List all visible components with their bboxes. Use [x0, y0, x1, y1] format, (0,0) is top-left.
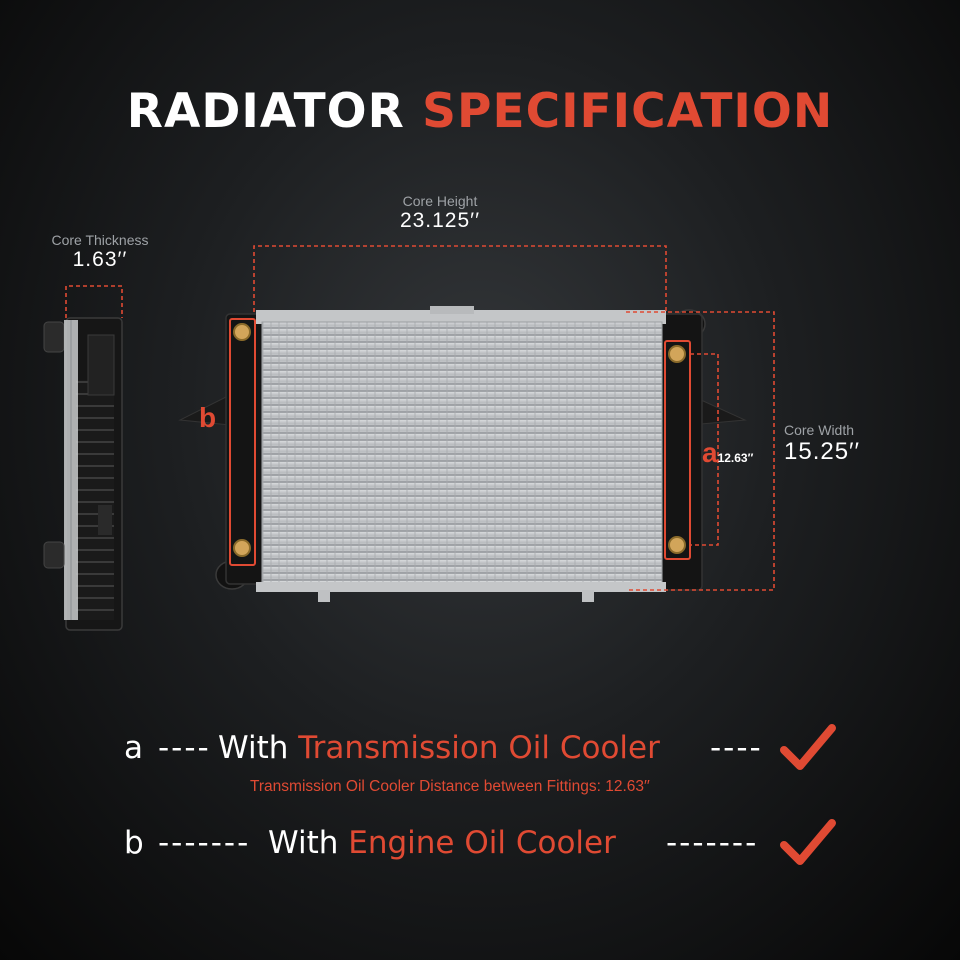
feature-b-text: With Engine Oil Cooler: [268, 825, 616, 861]
core-width-dimension: Core Width 15.25′′: [784, 422, 904, 466]
feature-b-dashes-left: -------: [158, 825, 251, 861]
dimension-guides: [65, 245, 775, 591]
core-height-dimension: Core Height 23.125′′: [350, 193, 530, 233]
fitting-distance-callout: a12.63′′: [702, 437, 753, 469]
checkmark-icon: [780, 819, 836, 865]
core-width-label: Core Width: [784, 422, 855, 438]
feature-a-highlight: Transmission Oil Cooler: [298, 730, 660, 766]
feature-a-note: Transmission Oil Cooler Distance between…: [250, 778, 650, 795]
checkmark-icon: [780, 724, 836, 770]
title-part-accent: SPECIFICATION: [422, 84, 834, 139]
marker-b: b: [199, 402, 217, 433]
title-part-white: RADIATOR: [126, 84, 405, 139]
fitting-distance-value: 12.63′′: [717, 451, 754, 465]
page-title: RADIATOR SPECIFICATION: [0, 84, 960, 139]
feature-a-text: With Transmission Oil Cooler: [218, 730, 660, 766]
highlight-box-b: [229, 318, 256, 566]
feature-a-prefix: With: [218, 730, 289, 766]
feature-a-letter: a: [124, 730, 143, 766]
feature-b-prefix: With: [268, 825, 339, 861]
core-thickness-value: 1.63′′: [72, 248, 128, 271]
feature-a-dashes-left: ----: [158, 730, 211, 766]
core-thickness-dimension: Core Thickness 1.63′′: [20, 232, 180, 272]
highlight-box-a: [664, 340, 691, 560]
core-width-value: 15.25′′: [784, 438, 861, 465]
feature-b-letter: b: [124, 825, 144, 861]
front-view-radiator: [178, 306, 747, 602]
core-height-label: Core Height: [402, 193, 478, 209]
marker-a: a: [702, 437, 718, 468]
fitting-highlights: [229, 318, 691, 566]
core-height-value: 23.125′′: [399, 209, 481, 232]
core-thickness-label: Core Thickness: [51, 232, 149, 248]
feature-b-highlight: Engine Oil Cooler: [348, 825, 616, 861]
feature-b-dashes-right: -------: [666, 825, 759, 861]
feature-a-dashes-right: ----: [710, 730, 763, 766]
side-view-radiator: [43, 317, 123, 631]
